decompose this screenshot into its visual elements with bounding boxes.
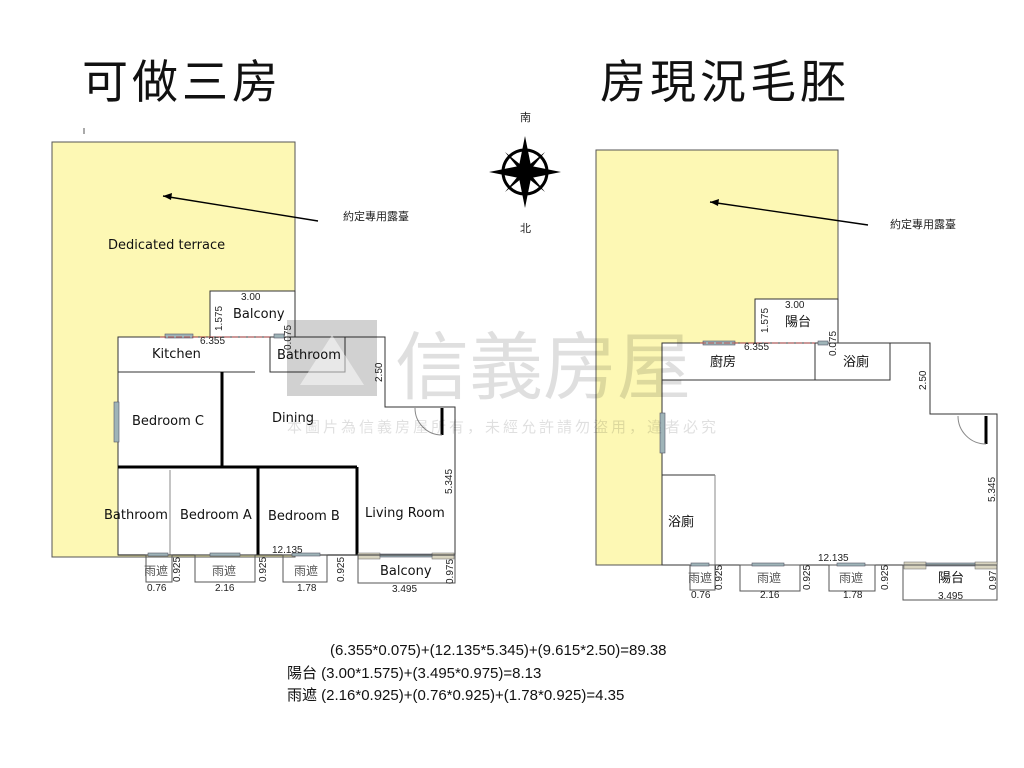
terrace-note: 約定專用露臺 [890, 217, 956, 231]
unit-outline [661, 342, 998, 566]
dim-label: 2.16 [215, 583, 235, 594]
dim-label: 0.925 [802, 565, 813, 590]
watermark-brand: 信義房屋 [395, 325, 691, 411]
dim-label: 0.925 [714, 565, 725, 590]
room-bathroom-bottom: Bathroom [104, 508, 168, 523]
dim-label: 0.76 [147, 583, 167, 594]
terrace-note: 約定專用露臺 [343, 209, 409, 223]
dim-label: 0.925 [258, 557, 269, 582]
dim-label: 0.925 [172, 557, 183, 582]
room-kitchen: Kitchen [152, 347, 201, 362]
room-bedroom-b: Bedroom B [268, 509, 340, 524]
dim-label: 2.50 [918, 370, 929, 390]
formula-balcony: 陽台 (3.00*1.575)+(3.495*0.975)=8.13 [287, 665, 541, 682]
dim-label: 0.075 [283, 325, 294, 350]
dim-label: 1.575 [760, 308, 771, 333]
dim-label: 0.925 [336, 557, 347, 582]
dim-label: 0.76 [691, 590, 711, 601]
formula-main-area: (6.355*0.075)+(12.135*5.345)+(9.615*2.50… [330, 642, 667, 659]
dim-label: 0.075 [828, 331, 839, 356]
dim-label: 3.00 [241, 292, 261, 303]
dim-label: 6.355 [200, 336, 225, 347]
dim-label: 1.78 [843, 590, 863, 601]
dim-label: 1.575 [214, 306, 225, 331]
rain-cover-label-1: 雨遮 [688, 570, 712, 585]
title-current-bare: 房現況毛胚 [600, 55, 850, 109]
room-kitchen: 廚房 [710, 354, 736, 370]
dim-label: 2.50 [374, 362, 385, 382]
room-balcony-top: 陽台 [785, 315, 811, 330]
compass-north-label: 北 [520, 222, 531, 235]
compass-south-label: 南 [520, 111, 531, 124]
dim-label: 5.345 [444, 469, 455, 494]
room-bathroom-bottom: 浴廁 [668, 514, 694, 530]
balcony-top [209, 290, 296, 338]
dim-label: 5.345 [987, 477, 998, 502]
terrace-label: Dedicated terrace [108, 238, 225, 253]
right-floor-plan-labels: 約定專用露臺 陽台 廚房 浴廁 浴廁 雨遮 雨遮 雨遮 陽台 3.00 1.57… [668, 217, 999, 602]
dim-label: 3.00 [785, 300, 805, 311]
dim-label: 12.135 [272, 545, 303, 556]
dim-label: 0.975 [445, 559, 456, 584]
compass-icon [489, 136, 561, 208]
rain-cover-label-2: 雨遮 [757, 570, 781, 585]
dim-label: 0.97 [988, 570, 999, 590]
dim-label: 1.78 [297, 583, 317, 594]
rain-cover-label-2: 雨遮 [212, 563, 236, 578]
rain-cover-label-1: 雨遮 [144, 563, 168, 578]
formula-rain-cover: 雨遮 (2.16*0.925)+(0.76*0.925)+(1.78*0.925… [287, 687, 624, 704]
dim-label: 3.495 [392, 584, 417, 595]
balcony-top [754, 298, 839, 344]
right-floor-plan [595, 149, 998, 601]
room-bathroom-top: 浴廁 [843, 354, 869, 370]
rain-cover-label-3: 雨遮 [839, 570, 863, 585]
room-bedroom-c: Bedroom C [132, 414, 204, 429]
room-balcony-bottom: Balcony [380, 564, 432, 579]
balcony-bottom [902, 564, 998, 601]
room-living-room: Living Room [365, 506, 445, 521]
room-bedroom-a: Bedroom A [180, 508, 252, 523]
left-floor-plan-labels: 約定專用露臺 Dedicated terrace Balcony Kitchen… [104, 209, 456, 595]
dim-label: 3.495 [938, 591, 963, 602]
room-balcony-top: Balcony [233, 307, 285, 322]
dim-label: 2.16 [760, 590, 780, 601]
dim-label: 6.355 [744, 342, 769, 353]
room-balcony-bottom: 陽台 [938, 571, 964, 586]
left-floor-plan [51, 128, 456, 584]
dim-label: 12.135 [818, 553, 849, 564]
room-bathroom-top: Bathroom [277, 348, 341, 363]
watermark: 信義房屋 本圖片為信義房屋所有，未經允許請勿盜用，違者必究 [287, 320, 719, 436]
dim-label: 0.925 [880, 565, 891, 590]
title-three-rooms: 可做三房 [82, 55, 282, 109]
balcony-bottom [357, 554, 456, 584]
watermark-notice: 本圖片為信義房屋所有，未經允許請勿盜用，違者必究 [287, 418, 719, 436]
rain-cover-label-3: 雨遮 [294, 563, 318, 578]
room-dining: Dining [272, 411, 314, 426]
